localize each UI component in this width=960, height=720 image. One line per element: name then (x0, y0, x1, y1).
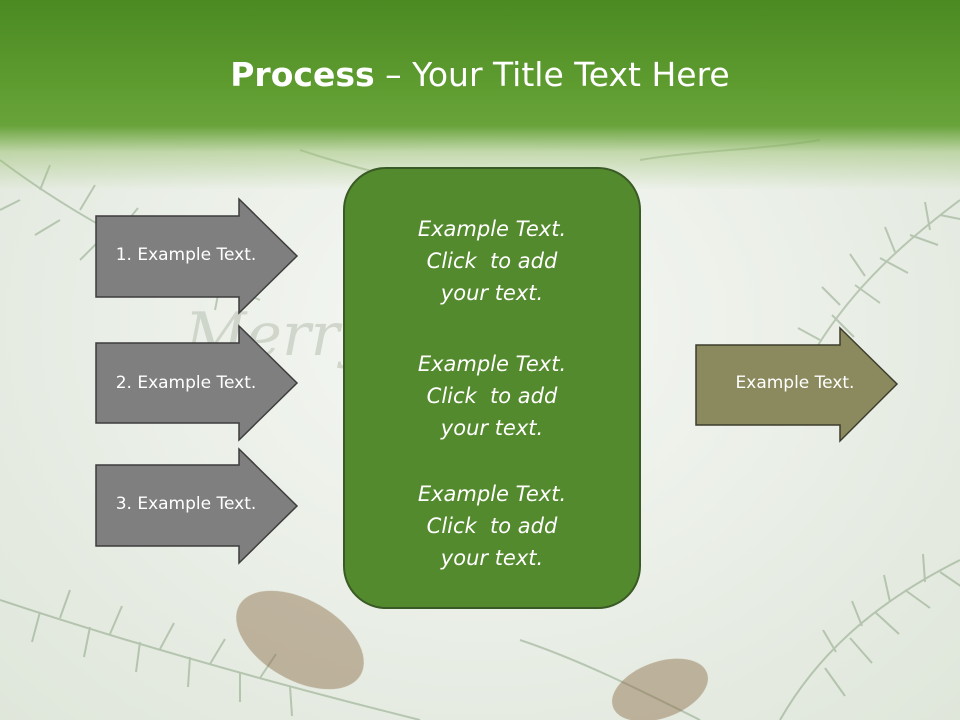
panel-item-line: Click to add (426, 384, 558, 408)
step-label-3: 3. Example Text. (115, 494, 257, 514)
title-rest: – Your Title Text Here (374, 55, 730, 94)
panel-item-line: Example Text. (417, 482, 567, 506)
step-arrow-3[interactable] (95, 447, 299, 565)
result-label: Example Text. (735, 373, 855, 393)
panel-item-1: Example Text. Click to add your text. (344, 213, 640, 309)
panel-item-line: Example Text. (417, 217, 567, 241)
panel-item-3: Example Text. Click to add your text. (344, 478, 640, 574)
title-bold: Process (230, 55, 375, 94)
step-label-2: 2. Example Text. (115, 373, 257, 393)
panel-item-line: Click to add (426, 514, 558, 538)
center-panel[interactable] (343, 167, 641, 609)
panel-item-line: Click to add (426, 249, 558, 273)
title-bar (0, 0, 960, 190)
panel-item-line: Example Text. (417, 352, 567, 376)
step-arrow-2[interactable] (95, 324, 299, 442)
result-arrow[interactable] (695, 326, 899, 443)
pine-cone (236, 590, 708, 720)
step-arrow-1[interactable] (95, 197, 299, 315)
panel-item-2: Example Text. Click to add your text. (344, 348, 640, 444)
panel-item-line: your text. (440, 281, 544, 305)
center-panel-text: Example Text. Click to add your text. Ex… (344, 168, 640, 608)
panel-item-line: your text. (440, 416, 544, 440)
panel-item-line: your text. (440, 546, 544, 570)
step-label-1: 1. Example Text. (115, 245, 257, 265)
page-title[interactable]: Process – Your Title Text Here (0, 52, 960, 98)
